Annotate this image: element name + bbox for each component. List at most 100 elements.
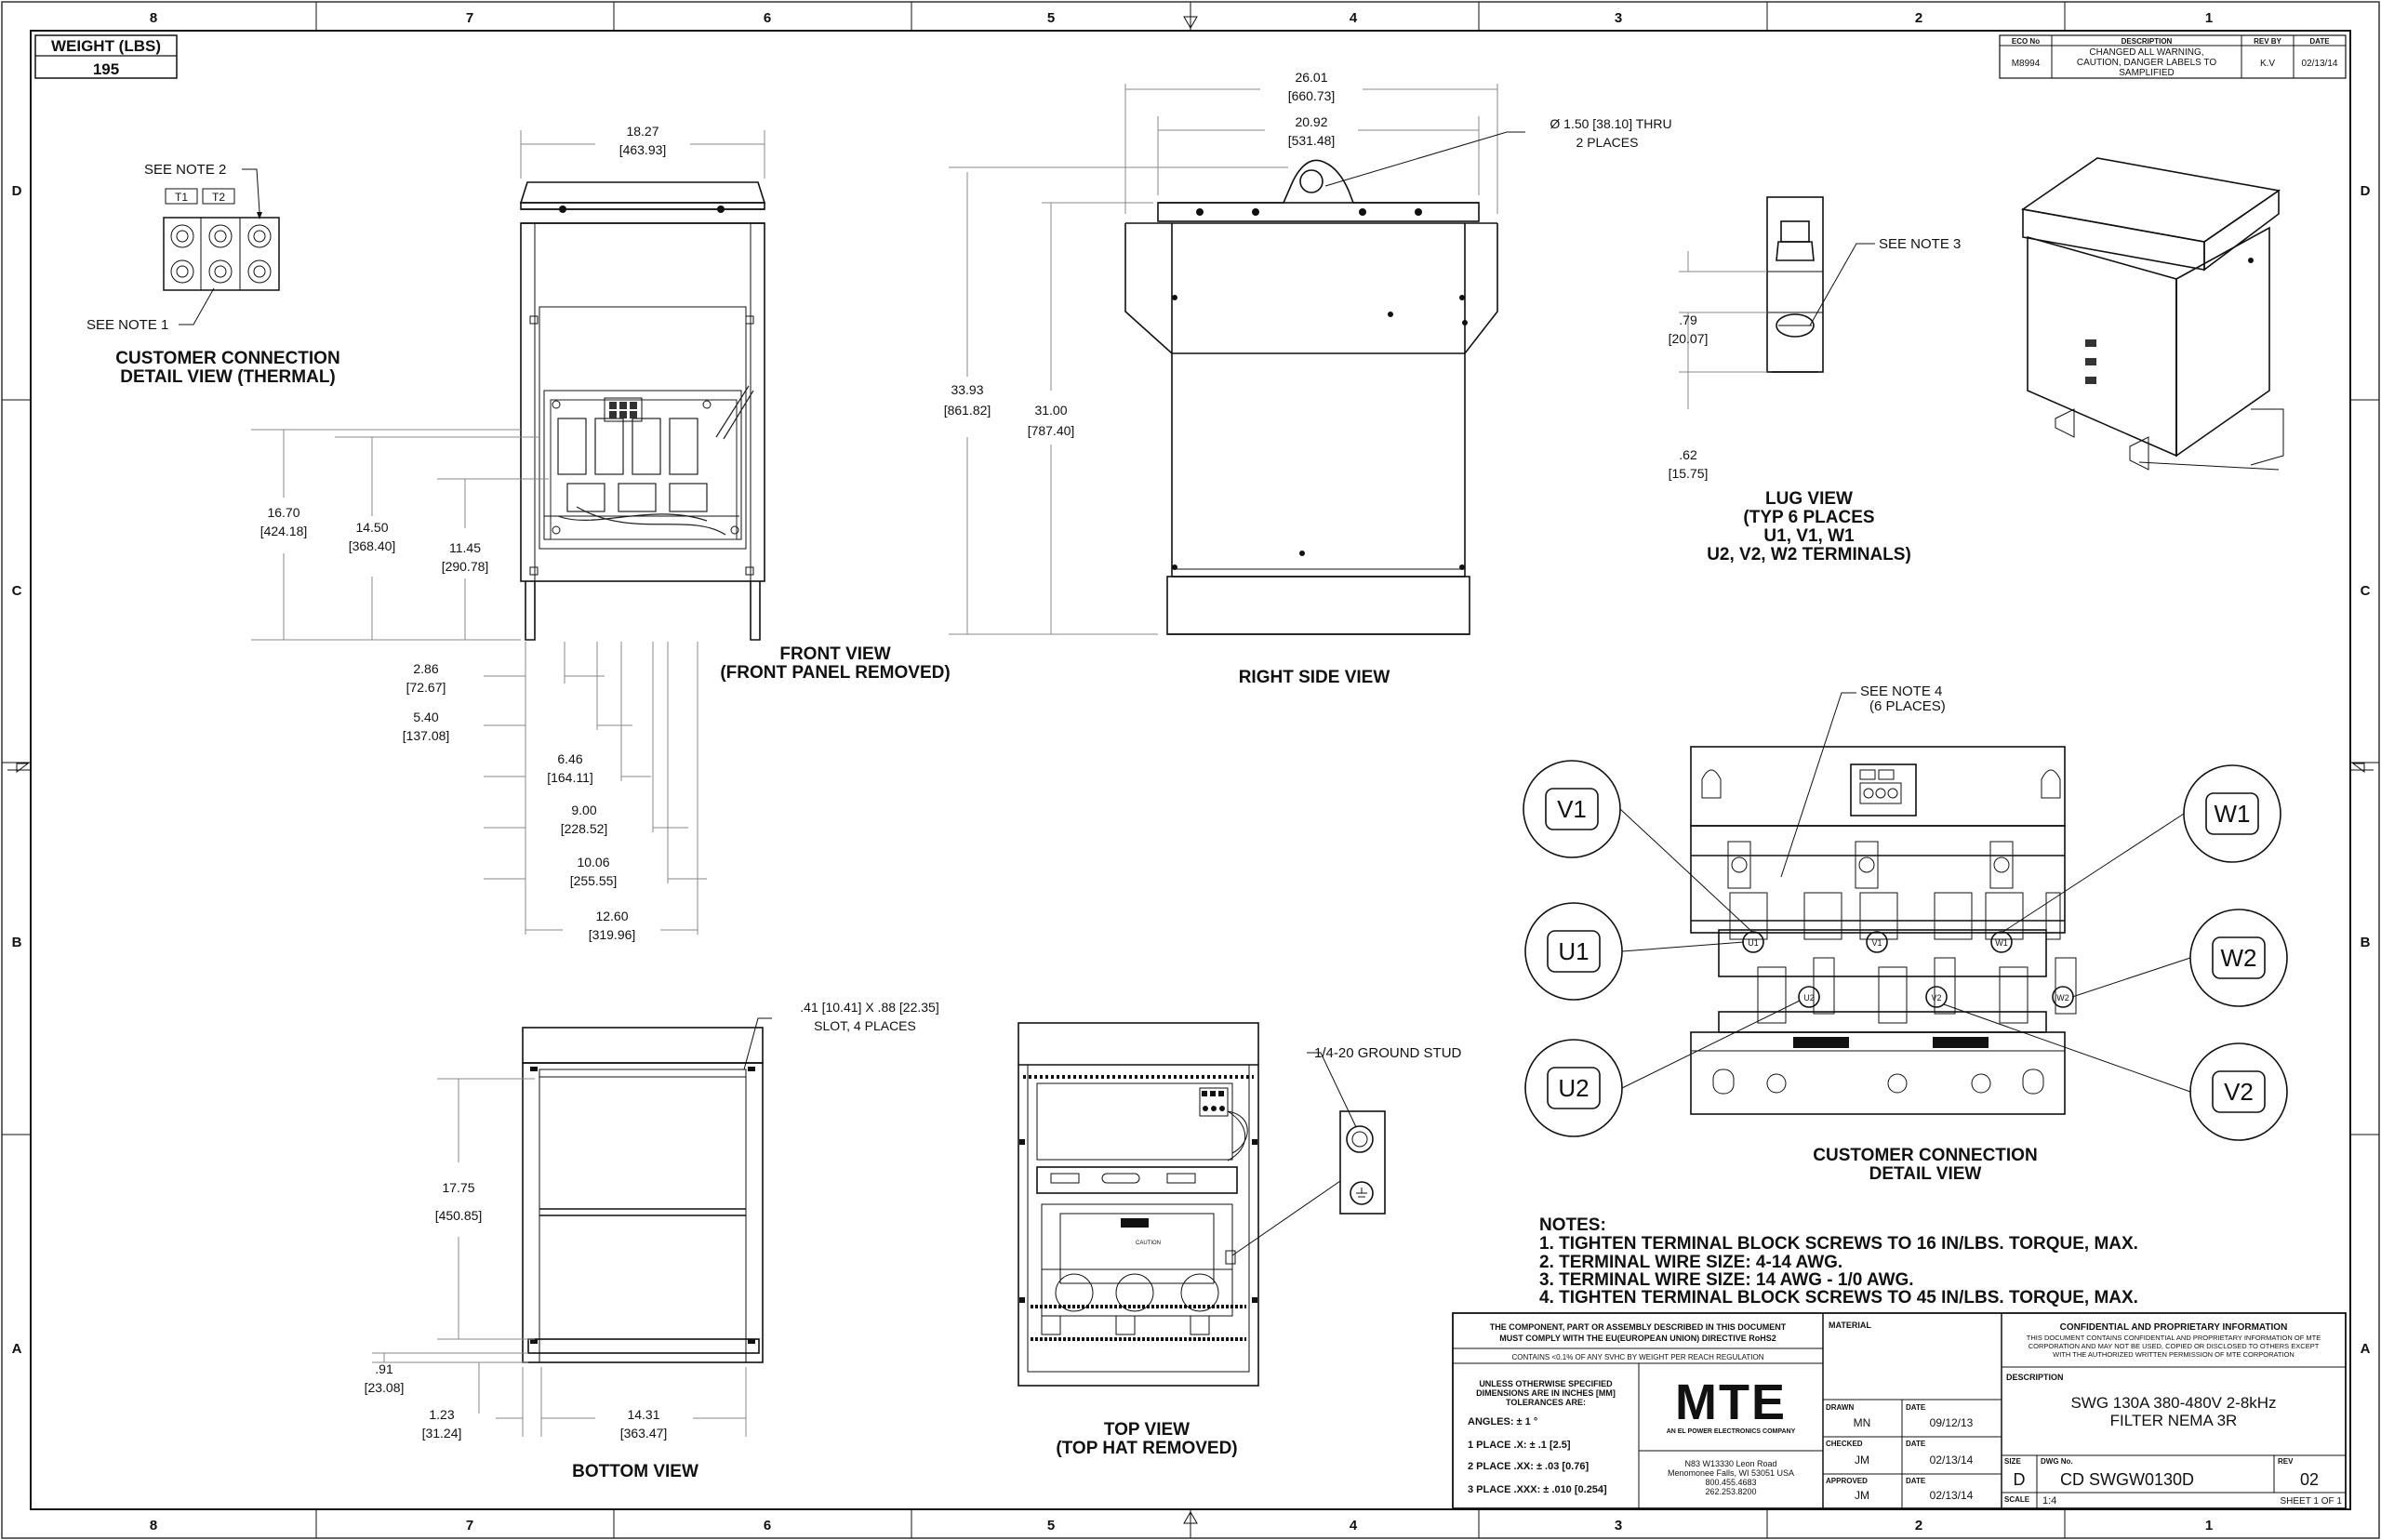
- thermal-note-1: SEE NOTE 1: [86, 317, 168, 333]
- thermal-title-1: CUSTOMER CONNECTION: [115, 349, 339, 368]
- description-line-2: FILTER NEMA 3R: [2110, 1412, 2238, 1429]
- front-dim-h1-in: 16.70: [267, 505, 299, 520]
- bottom-dim-d3-in: 1.23: [429, 1407, 454, 1422]
- bottom-dim-d1-mm: [450.85]: [435, 1208, 483, 1223]
- zone-row-right-a: A: [2361, 1341, 2371, 1357]
- customer-connection-detail: SEE NOTE 4 (6 PLACES): [1523, 684, 2288, 1184]
- side-dim-h1-mm: [861.82]: [944, 403, 991, 418]
- svg-text:U1: U1: [1748, 938, 1759, 948]
- checked-date: 02/13/14: [1930, 1454, 1974, 1467]
- side-dim-w2-in: 20.92: [1295, 114, 1327, 129]
- weight-label: WEIGHT (LBS): [51, 37, 161, 55]
- lug-note-3: SEE NOTE 3: [1879, 236, 1961, 252]
- rev-desc-1: CHANGED ALL WARNING,: [2089, 47, 2203, 58]
- front-dim-d4-mm: [228.52]: [561, 821, 608, 836]
- isometric-view: [2020, 157, 2284, 471]
- notes-heading: NOTES:: [1539, 1215, 1606, 1235]
- bubble-v2: V2: [2224, 1078, 2254, 1106]
- svg-text:U2: U2: [1803, 993, 1815, 1002]
- front-dim-d6-mm: [319.96]: [589, 927, 636, 942]
- front-view-title-1: FRONT VIEW: [779, 644, 890, 664]
- zone-col-top-7: 7: [466, 10, 473, 26]
- zone-col-top-1: 1: [2205, 10, 2213, 26]
- tol-line-3: TOLERANCES ARE:: [1506, 1398, 1586, 1407]
- zone-col-bottom-4: 4: [1350, 1518, 1358, 1533]
- rev-number: 02: [2300, 1470, 2319, 1489]
- approved-date-label: DATE: [1906, 1477, 1926, 1485]
- bubble-u1: U1: [1558, 937, 1589, 965]
- rev-header-eco: ECO No: [2012, 37, 2040, 46]
- svg-text:W1: W1: [1995, 938, 2008, 948]
- front-view: 18.27 [463.93] 16.70 [424.18] 14.50 [368…: [251, 124, 951, 942]
- material-label: MATERIAL: [1829, 1321, 1871, 1330]
- reach-line: CONTAINS <0.1% OF ANY SVHC BY WEIGHT PER…: [1511, 1353, 1763, 1361]
- front-dim-d4-in: 9.00: [571, 803, 596, 817]
- mte-logo-sub: AN EL POWER ELECTRONICS COMPANY: [1667, 1428, 1796, 1435]
- connection-title-2: DETAIL VIEW: [1869, 1164, 1982, 1184]
- rev-header-date: DATE: [2309, 37, 2330, 46]
- front-dim-d3-mm: [164.11]: [547, 770, 593, 785]
- tol-line-1: UNLESS OTHERWISE SPECIFIED: [1479, 1379, 1613, 1388]
- sheet-size: D: [2014, 1470, 2026, 1489]
- address-4: 262.253.8200: [1705, 1487, 1756, 1496]
- confidential-title: CONFIDENTIAL AND PROPRIETARY INFORMATION: [2060, 1322, 2288, 1333]
- bottom-dim-d2-in: .91: [375, 1361, 393, 1376]
- top-view-title-1: TOP VIEW: [1104, 1420, 1190, 1440]
- revision-table: ECO No DESCRIPTION REV BY DATE M8994 CHA…: [1999, 34, 2347, 79]
- lug-dim-1-in: .79: [1679, 312, 1697, 327]
- front-dim-d5-in: 10.06: [577, 855, 609, 870]
- rev-label: REV: [2278, 1457, 2294, 1466]
- zone-col-top-5: 5: [1047, 10, 1055, 26]
- bottom-dim-d4-mm: [363.47]: [620, 1426, 668, 1440]
- address-1: N83 W13330 Leon Road: [1684, 1459, 1776, 1468]
- thermal-title-2: DETAIL VIEW (THERMAL): [120, 367, 336, 387]
- thermal-t2: T2: [212, 191, 225, 204]
- drawn-label: DRAWN: [1826, 1403, 1854, 1412]
- front-dim-d2-in: 5.40: [413, 710, 438, 724]
- zone-row-right-c: C: [2361, 583, 2371, 599]
- scale-label: SCALE: [2004, 1495, 2030, 1504]
- svg-text:W2: W2: [2056, 993, 2069, 1002]
- side-dim-w1-in: 26.01: [1295, 70, 1327, 85]
- address-2: Menomonee Falls, WI 53051 USA: [1668, 1468, 1794, 1478]
- note-3: 3. TERMINAL WIRE SIZE: 14 AWG - 1/0 AWG.: [1539, 1270, 1914, 1290]
- front-dim-d3-in: 6.46: [557, 751, 582, 766]
- zone-row-right-b: B: [2361, 935, 2371, 950]
- front-dim-h3-mm: [290.78]: [442, 559, 489, 574]
- bottom-view-title: BOTTOM VIEW: [572, 1462, 698, 1481]
- drawn-date: 09/12/13: [1930, 1416, 1974, 1429]
- top-view-title-2: (TOP HAT REMOVED): [1056, 1439, 1237, 1458]
- bottom-dim-d4-in: 14.31: [627, 1407, 659, 1422]
- front-dim-h2-in: 14.50: [355, 520, 388, 535]
- bottom-slot-spec: .41 [10.41] X .88 [22.35]: [800, 1000, 938, 1015]
- right-side-view: 26.01 [660.73] 20.92 [531.48] 33.93 [861…: [944, 70, 1672, 687]
- zone-col-top-8: 8: [150, 10, 157, 26]
- svg-text:V1: V1: [1871, 938, 1882, 948]
- checked-label: CHECKED: [1826, 1440, 1863, 1448]
- front-dim-h2-mm: [368.40]: [349, 538, 396, 553]
- note-4: 4. TIGHTEN TERMINAL BLOCK SCREWS TO 45 I…: [1539, 1288, 2138, 1308]
- bubble-w1: W1: [2215, 800, 2251, 828]
- tol-place-1: 1 PLACE .X: ± .1 [2.5]: [1468, 1440, 1571, 1451]
- rev-date: 02/13/14: [2302, 59, 2338, 69]
- dwg-number: CD SWGW0130D: [2060, 1470, 2194, 1489]
- dwg-label: DWG No.: [2041, 1457, 2073, 1466]
- front-dim-d2-mm: [137.08]: [403, 728, 450, 743]
- side-dim-h1-in: 33.93: [951, 382, 983, 397]
- weight-value: 195: [93, 60, 119, 78]
- bottom-dim-d2-mm: [23.08]: [365, 1380, 405, 1395]
- rev-eco: M8994: [2012, 59, 2041, 69]
- drawn-by: MN: [1854, 1416, 1871, 1429]
- side-hole-places: 2 PLACES: [1576, 135, 1639, 150]
- lug-dim-2-in: .62: [1679, 447, 1697, 462]
- confidential-line-3: WITH THE AUTHORIZED WRITTEN PERMISSION O…: [2053, 1350, 2295, 1359]
- rev-desc-2: CAUTION, DANGER LABELS TO: [2077, 58, 2216, 68]
- approved-label: APPROVED: [1826, 1477, 1868, 1485]
- front-dim-d1-in: 2.86: [413, 661, 438, 676]
- zone-row-left-c: C: [12, 583, 22, 599]
- tol-line-2: DIMENSIONS ARE IN INCHES [MM]: [1476, 1388, 1616, 1398]
- rev-header-by: REV BY: [2254, 37, 2281, 46]
- lug-dim-2-mm: [15.75]: [1669, 466, 1709, 481]
- zone-row-left-b: B: [12, 935, 22, 950]
